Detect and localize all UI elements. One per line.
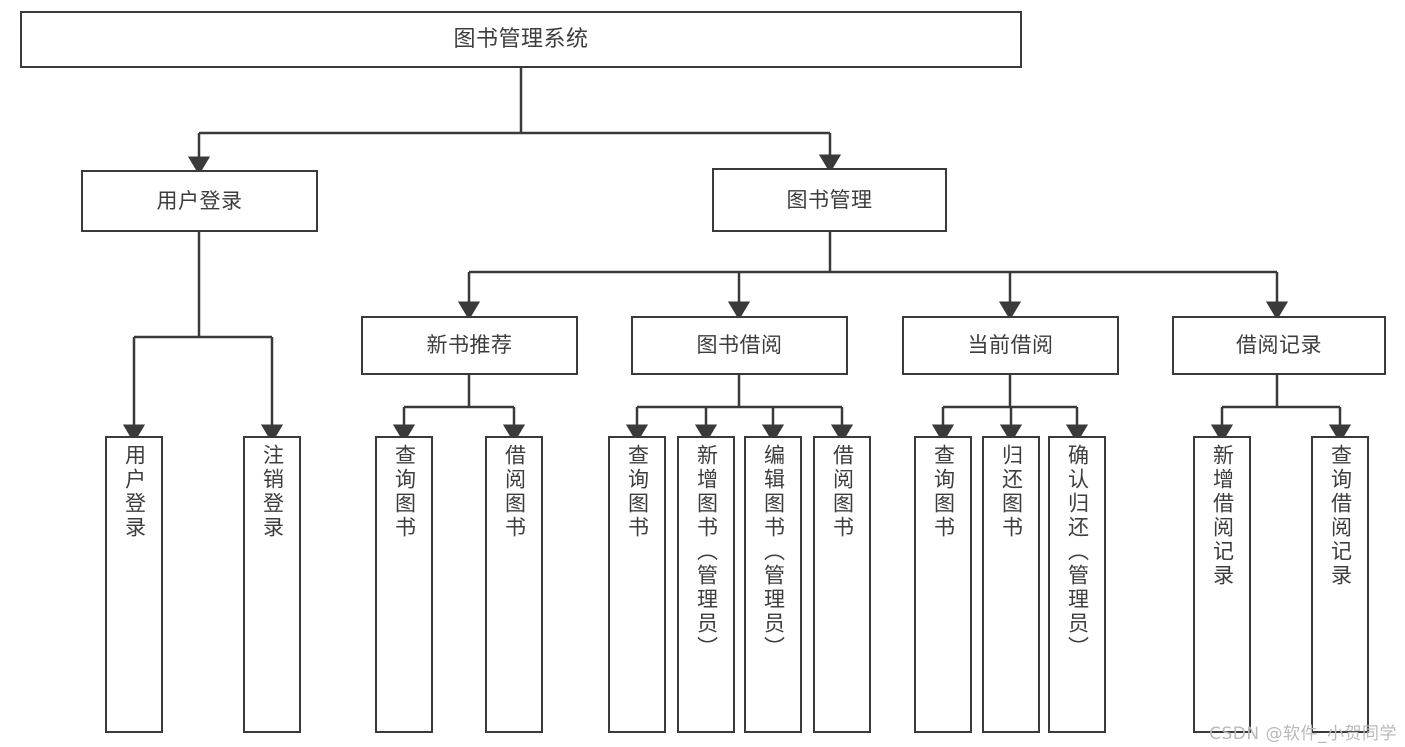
- node-label: 查询借阅记录: [1328, 444, 1353, 588]
- node-label: 查询图书: [931, 444, 956, 540]
- node-book-manage[interactable]: 图书管理: [712, 168, 947, 232]
- node-leaf-edit-book[interactable]: 编辑图书（管理员）: [744, 436, 802, 733]
- node-label: 查询图书: [392, 444, 417, 540]
- node-root-book-management-system[interactable]: 图书管理系统: [20, 11, 1022, 68]
- node-leaf-add-book[interactable]: 新增图书（管理员）: [677, 436, 735, 733]
- node-label: 图书管理: [786, 187, 873, 212]
- node-label: 新增图书（管理员）: [694, 444, 719, 660]
- node-borrow-record[interactable]: 借阅记录: [1172, 316, 1386, 375]
- node-leaf-query-book-2[interactable]: 查询图书: [608, 436, 666, 733]
- node-leaf-confirm-return[interactable]: 确认归还（管理员）: [1048, 436, 1106, 733]
- node-label: 用户登录: [122, 444, 147, 540]
- node-book-borrow[interactable]: 图书借阅: [631, 316, 848, 375]
- node-label: 注销登录: [260, 444, 285, 540]
- node-leaf-query-book-3[interactable]: 查询图书: [914, 436, 972, 733]
- node-leaf-user-logout[interactable]: 注销登录: [243, 436, 301, 733]
- node-leaf-borrow-book-2[interactable]: 借阅图书: [813, 436, 871, 733]
- node-leaf-query-book-1[interactable]: 查询图书: [375, 436, 433, 733]
- node-label: 新书推荐: [426, 333, 513, 358]
- node-label: 借阅图书: [830, 444, 855, 540]
- node-leaf-borrow-book-1[interactable]: 借阅图书: [485, 436, 543, 733]
- node-current-borrow[interactable]: 当前借阅: [902, 316, 1119, 375]
- node-leaf-user-login[interactable]: 用户登录: [105, 436, 163, 733]
- csdn-watermark: CSDN @软件_小贺同学: [1209, 724, 1397, 744]
- node-label: 归还图书: [999, 444, 1024, 540]
- node-label: 当前借阅: [967, 333, 1054, 358]
- node-label: 新增借阅记录: [1210, 444, 1235, 588]
- node-label: 借阅记录: [1236, 333, 1322, 358]
- node-leaf-return-book[interactable]: 归还图书: [982, 436, 1040, 733]
- node-label: 用户登录: [156, 188, 243, 213]
- node-label: 确认归还（管理员）: [1065, 444, 1090, 660]
- node-new-book-recommend[interactable]: 新书推荐: [361, 316, 578, 375]
- node-label: 查询图书: [625, 444, 650, 540]
- node-label: 借阅图书: [502, 444, 527, 540]
- node-leaf-query-record[interactable]: 查询借阅记录: [1311, 436, 1369, 733]
- node-label: 图书借阅: [696, 333, 783, 358]
- node-leaf-add-record[interactable]: 新增借阅记录: [1193, 436, 1251, 733]
- node-user-login[interactable]: 用户登录: [81, 170, 318, 232]
- node-label: 编辑图书（管理员）: [761, 444, 786, 660]
- node-label: 图书管理系统: [453, 26, 589, 52]
